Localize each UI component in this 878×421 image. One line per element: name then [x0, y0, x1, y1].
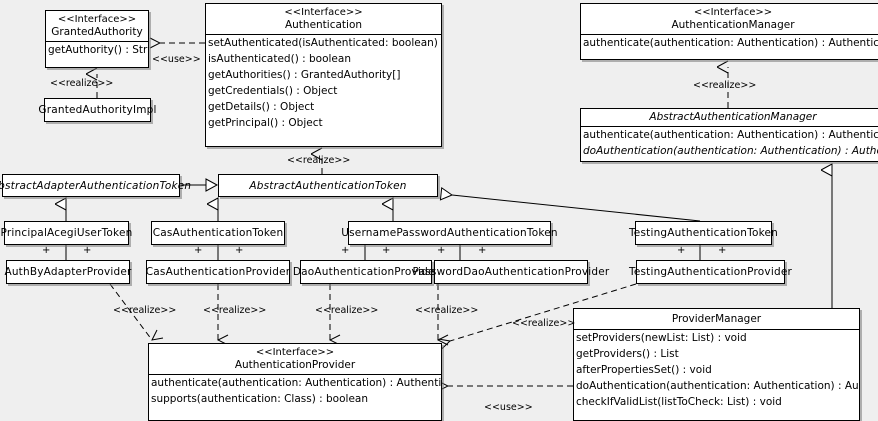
method-row: checkIfValidList(listToCheck: List) : vo… [576, 396, 782, 408]
class-abstract-authentication-manager-methods: authenticate(authentication: Authenticat… [581, 127, 878, 159]
class-principal-acegi-user-token[interactable]: PrincipalAcegiUserToken [1, 221, 132, 245]
class-authentication-header: <<Interface>> Authentication [206, 4, 441, 34]
edge-label-realize-abstractauthenticationtoken: <<realize>> [287, 155, 351, 166]
multiplicity-plus: + [382, 245, 391, 256]
class-authentication-provider-methods: authenticate(authentication: Authenticat… [149, 375, 441, 407]
multiplicity-plus: + [42, 245, 51, 256]
class-name: CasAuthenticationToken [152, 227, 284, 239]
multiplicity-plus: + [341, 245, 350, 256]
class-authentication-provider[interactable]: <<Interface>> AuthenticationProvider aut… [148, 343, 442, 421]
method-row: getDetails() : Object [208, 101, 315, 113]
class-granted-authority-header: <<Interface>> GrantedAuthority [46, 11, 148, 41]
class-name: TestingAuthenticationProvider [628, 266, 793, 278]
class-password-dao-authentication-provider[interactable]: PasswordDaoAuthenticationProvider [413, 260, 609, 284]
class-authentication[interactable]: <<Interface>> Authentication setAuthenti… [205, 3, 442, 147]
edge-label-realize-casauthenticationprovider: <<realize>> [203, 305, 267, 316]
class-name: AuthByAdapterProvider [4, 266, 132, 278]
divider [149, 374, 441, 375]
class-authentication-manager-header: <<Interface>> AuthenticationManager [581, 4, 878, 34]
multiplicity-plus: + [478, 245, 487, 256]
class-name: CasAuthenticationProvider [145, 266, 291, 278]
multiplicity-plus: + [194, 245, 203, 256]
edge-testingauthenticationtoken-extends-abstracttoken [452, 195, 701, 222]
method-row-abstract: doAuthentication(authentication: Authent… [583, 145, 878, 157]
class-granted-authority[interactable]: <<Interface>> GrantedAuthority getAuthor… [45, 10, 149, 68]
method-row: setProviders(newList: List) : void [576, 332, 747, 344]
class-name: Authentication [284, 19, 363, 31]
divider [581, 34, 878, 35]
method-row: isAuthenticated() : boolean [208, 53, 351, 65]
class-name: PrincipalAcegiUserToken [0, 227, 133, 239]
stereotype-interface: <<Interface>> [57, 14, 137, 25]
class-provider-manager-methods: setProviders(newList: List) : void getPr… [574, 330, 859, 410]
class-name: AbstractAuthenticationManager [649, 111, 817, 123]
edge-label-realize-testingauthenticationprovider: <<realize>> [512, 318, 576, 329]
multiplicity-plus: + [235, 245, 244, 256]
class-name: UsernamePasswordAuthenticationToken [341, 227, 558, 239]
method-row: afterPropertiesSet() : void [576, 364, 712, 376]
class-granted-authority-methods: getAuthority() : String [46, 42, 148, 58]
method-row: getAuthorities() : GrantedAuthority[] [208, 69, 401, 81]
divider [581, 126, 878, 127]
multiplicity-plus: + [677, 245, 686, 256]
edge-label-use-authentication-grantedauthority: <<use>> [152, 54, 201, 65]
method-row: getCredentials() : Object [208, 85, 338, 97]
class-name: AbstractAdapterAuthenticationToken [0, 179, 192, 192]
method-row: getPrincipal() : Object [208, 117, 323, 129]
class-abstract-authentication-token[interactable]: AbstractAuthenticationToken [218, 174, 438, 197]
method-row: setAuthenticated(isAuthenticated: boolea… [208, 37, 441, 49]
method-row: supports(authentication: Class) : boolea… [151, 393, 368, 405]
edge-authbyadapterprovider-realizes-authenticationprovider [109, 283, 152, 340]
method-row: authenticate(authentication: Authenticat… [583, 129, 878, 141]
class-auth-by-adapter-provider[interactable]: AuthByAdapterProvider [4, 260, 132, 284]
edge-label-realize-grantedauthorityimpl: <<realize>> [50, 78, 114, 89]
multiplicity-plus: + [83, 245, 92, 256]
edge-label-realize-authbyadapterprovider: <<realize>> [113, 305, 177, 316]
class-name: GrantedAuthority [51, 26, 143, 38]
class-abstract-authentication-manager[interactable]: AbstractAuthenticationManager authentica… [580, 108, 878, 162]
class-abstract-authentication-manager-header: AbstractAuthenticationManager [581, 109, 878, 126]
class-dao-authentication-provider[interactable]: DaoAuthenticationProvider [293, 260, 439, 284]
divider [46, 41, 148, 42]
class-testing-authentication-token[interactable]: TestingAuthenticationToken [629, 221, 778, 245]
divider [574, 329, 859, 330]
class-abstract-adapter-authentication-token[interactable]: AbstractAdapterAuthenticationToken [0, 174, 191, 197]
edge-label-realize-abstractauthenticationmanager: <<realize>> [693, 80, 757, 91]
class-cas-authentication-provider[interactable]: CasAuthenticationProvider [146, 260, 290, 284]
class-testing-authentication-provider[interactable]: TestingAuthenticationProvider [629, 260, 792, 284]
class-name: AbstractAuthenticationToken [249, 179, 407, 192]
method-row: getAuthority() : String [48, 44, 148, 56]
method-row: doAuthentication(authentication: Authent… [576, 380, 859, 392]
class-granted-authority-impl[interactable]: GrantedAuthorityImpl [38, 98, 156, 122]
class-authentication-methods: setAuthenticated(isAuthenticated: boolea… [206, 35, 441, 131]
class-cas-authentication-token[interactable]: CasAuthenticationToken [151, 221, 285, 245]
class-provider-manager-header: ProviderManager [574, 309, 859, 329]
class-authentication-provider-header: <<Interface>> AuthenticationProvider [149, 344, 441, 374]
edge-label-use-providermanager-authenticationprovider: <<use>> [484, 402, 533, 413]
stereotype-interface: <<Interface>> [255, 347, 335, 358]
class-authentication-manager[interactable]: <<Interface>> AuthenticationManager auth… [580, 3, 878, 60]
class-name: AuthenticationManager [671, 19, 795, 31]
class-name: PasswordDaoAuthenticationProvider [412, 266, 610, 278]
class-name: DaoAuthenticationProvider [292, 266, 440, 278]
stereotype-interface: <<Interface>> [284, 7, 363, 18]
class-authentication-manager-methods: authenticate(authentication: Authenticat… [581, 35, 878, 51]
class-name: ProviderManager [671, 313, 762, 325]
edge-label-realize-daoauthenticationprovider: <<realize>> [315, 305, 379, 316]
edge-testingauthenticationprovider-realizes-authenticationprovider [450, 283, 637, 341]
method-row: authenticate(authentication: Authenticat… [151, 377, 441, 389]
stereotype-interface: <<Interface>> [693, 7, 773, 18]
method-row: authenticate(authentication: Authenticat… [583, 37, 878, 49]
class-username-password-authentication-token[interactable]: UsernamePasswordAuthenticationToken [341, 221, 558, 245]
multiplicity-plus: + [718, 245, 727, 256]
class-provider-manager[interactable]: ProviderManager setProviders(newList: Li… [573, 308, 860, 421]
multiplicity-plus: + [437, 245, 446, 256]
method-row: getProviders() : List [576, 348, 679, 360]
class-name: TestingAuthenticationToken [628, 227, 779, 239]
class-name: AuthenticationProvider [234, 359, 356, 371]
class-name: GrantedAuthorityImpl [38, 104, 157, 116]
edge-label-realize-passworddaoauthenticationprovider: <<realize>> [415, 305, 479, 316]
divider [206, 34, 441, 35]
